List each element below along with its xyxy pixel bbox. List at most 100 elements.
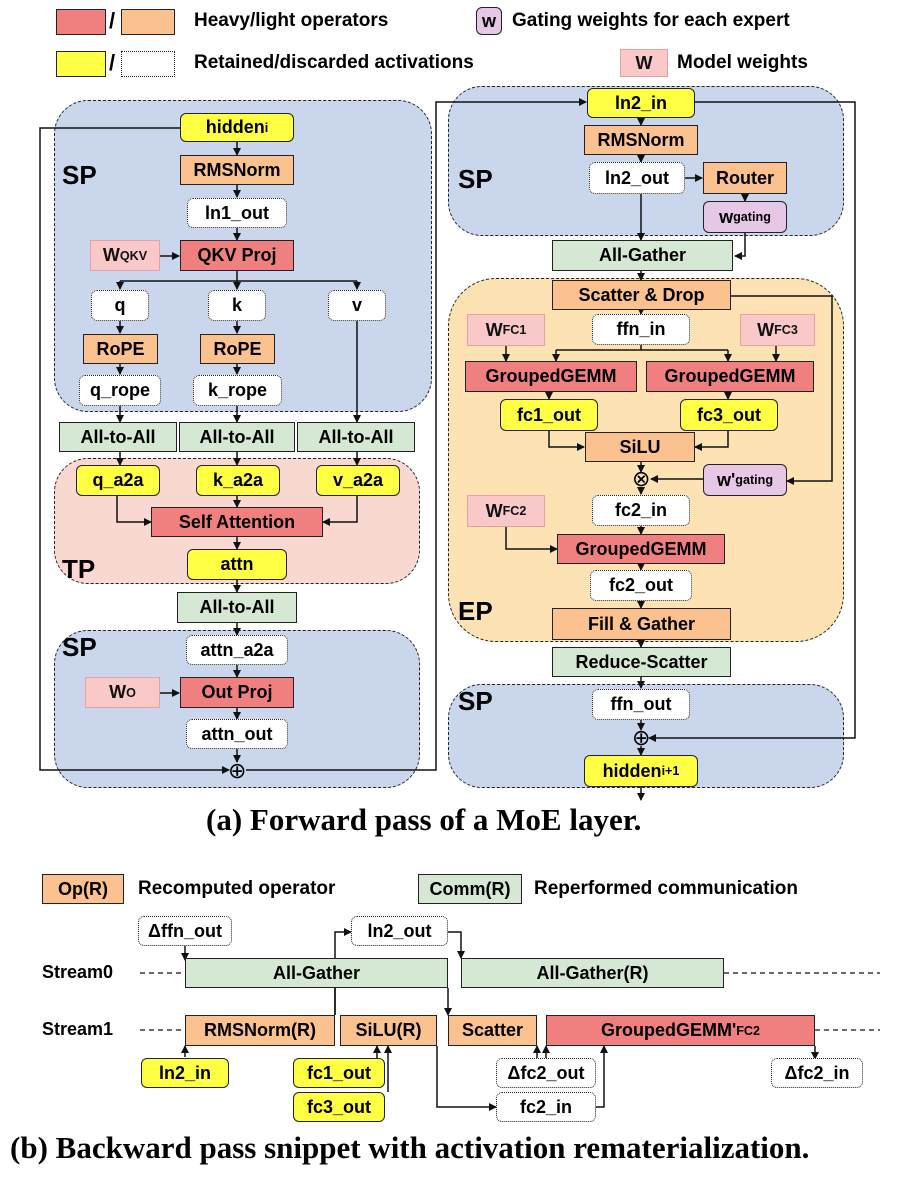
ln1-out-node: ln1_out	[187, 198, 287, 228]
legend-comm-desc: Reperformed communication	[534, 878, 798, 899]
w-o-sub: O	[126, 685, 136, 700]
w-gating-text: w	[719, 206, 734, 227]
bwd-gemm-grad-sub: FC2	[736, 1023, 761, 1038]
legend-gating-badge: w	[476, 7, 502, 35]
legend-slash-2: /	[109, 50, 116, 75]
moe-all-gather-node: All-Gather	[552, 240, 733, 271]
q-node: q	[91, 290, 149, 321]
fc2-out-node: fc2_out	[590, 570, 692, 601]
legend-op-desc: Recomputed operator	[138, 878, 336, 899]
bwd-fc1-out-node: fc1_out	[293, 1058, 385, 1088]
legend-weight-badge: W	[620, 49, 668, 77]
a2a-out-node: All-to-All	[177, 592, 297, 623]
q-a2a-node: q_a2a	[76, 465, 160, 496]
legend-heavy-light-label: Heavy/light operators	[194, 10, 389, 31]
legend-discarded-swatch	[121, 51, 175, 77]
a2a-q-node: All-to-All	[59, 422, 177, 452]
k-rope-node: k_rope	[193, 375, 282, 406]
gemm-fc1-node: GroupedGEMM	[465, 361, 637, 392]
hidden-i-text: hidden	[205, 117, 265, 137]
fc1-out-node: fc1_out	[500, 399, 598, 431]
w-fc2-sub: FC2	[502, 504, 527, 518]
moe-add-symbol: ⊕	[632, 725, 651, 750]
bwd-ln2-in-node: ln2_in	[141, 1058, 229, 1088]
legend-light-swatch	[121, 9, 175, 35]
bwd-rmsnorm-r-node: RMSNorm(R)	[185, 1015, 335, 1046]
bwd-scatter-node: Scatter	[448, 1015, 537, 1046]
moe-rmsnorm-node: RMSNorm	[584, 125, 698, 155]
legend-op-badge: Op(R)	[42, 874, 124, 904]
gating-mul-symbol: ⊗	[632, 466, 651, 491]
ln2-out-node: ln2_out	[589, 162, 685, 194]
w-qkv-sub: QKV	[119, 248, 148, 263]
silu-node: SiLU	[585, 432, 695, 462]
gemm-fc2-node: GroupedGEMM	[557, 534, 725, 564]
rope-k-node: RoPE	[200, 334, 275, 364]
w-fc3-sub: FC3	[774, 323, 798, 337]
gemm-fc3-node: GroupedGEMM	[646, 361, 814, 392]
bwd-fc3-out-node: fc3_out	[293, 1092, 385, 1122]
fill-gather-node: Fill & Gather	[552, 608, 731, 640]
self-attention-node: Self Attention	[151, 507, 323, 537]
legend-gating-label: Gating weights for each expert	[512, 10, 790, 31]
legend-heavy-swatch	[56, 9, 106, 35]
v-a2a-node: v_a2a	[316, 465, 400, 496]
legend-weight-label: Model weights	[677, 52, 808, 73]
moe-ep-label: EP	[458, 596, 493, 626]
v-node: v	[328, 290, 386, 321]
legend-comm-badge: Comm(R)	[418, 874, 522, 904]
out-proj-node: Out Proj	[180, 677, 294, 708]
bwd-gemm-grad-node: GroupedGEMM'FC2	[546, 1015, 815, 1046]
a2a-k-node: All-to-All	[179, 422, 295, 452]
bwd-dfc2-in-node: Δfc2_in	[771, 1058, 863, 1088]
legend-slash-1: /	[109, 8, 116, 33]
bwd-gemm-grad-text: GroupedGEMM'	[600, 1020, 737, 1040]
caption-a: (a) Forward pass of a MoE layer.	[206, 802, 642, 837]
ffn-out-node: ffn_out	[592, 689, 690, 720]
bwd-silu-r-node: SiLU(R)	[340, 1015, 437, 1046]
rope-q-node: RoPE	[83, 334, 158, 364]
w-fc1-sub: FC1	[502, 323, 527, 337]
moe-sp-bottom-label: SP	[458, 686, 493, 716]
stream0-label: Stream0	[42, 962, 114, 982]
attn-node: attn	[187, 549, 287, 580]
attn-out-node: attn_out	[186, 719, 288, 749]
stream1-label: Stream1	[42, 1019, 114, 1039]
attn-add-symbol: ⊕	[228, 758, 247, 783]
k-node: k	[208, 290, 266, 321]
hidden-next-text: hidden	[602, 760, 662, 781]
w-gating-prime-text: w'	[716, 469, 736, 490]
reduce-scatter-node: Reduce-Scatter	[552, 647, 731, 677]
w-gating-prime-sub: gating	[735, 473, 774, 487]
caption-b: (b) Backward pass snippet with activatio…	[10, 1130, 810, 1165]
fc2-in-node: fc2_in	[592, 495, 690, 526]
attn-rmsnorm-node: RMSNorm	[180, 155, 294, 185]
hidden-next-sub: i+1	[661, 764, 680, 778]
attn-a2a-node: attn_a2a	[186, 635, 288, 665]
q-rope-node: q_rope	[79, 375, 161, 406]
bwd-dffn-out-node: Δffn_out	[138, 916, 232, 946]
attn-tp-label: TP	[62, 554, 96, 584]
w-gating-prime-node: w'gating	[703, 464, 787, 496]
attn-sp-bottom-label: SP	[62, 632, 97, 662]
legend-retained-discarded-label: Retained/discarded activations	[194, 52, 474, 73]
bwd-ln2-out-node: ln2_out	[351, 916, 448, 946]
ffn-in-node: ffn_in	[592, 314, 690, 345]
w-fc2-text: W	[485, 500, 503, 521]
w-o-text: W	[109, 682, 127, 702]
bwd-all-gather-node: All-Gather	[185, 958, 448, 988]
ln2-in-node: ln2_in	[587, 88, 695, 118]
router-node: Router	[703, 162, 787, 194]
fc3-out-node: fc3_out	[680, 399, 778, 431]
a2a-v-node: All-to-All	[297, 422, 415, 452]
w-fc3-text: W	[757, 319, 775, 340]
bwd-dfc2-out-node: Δfc2_out	[496, 1058, 596, 1088]
moe-sp-top-label: SP	[458, 164, 493, 194]
